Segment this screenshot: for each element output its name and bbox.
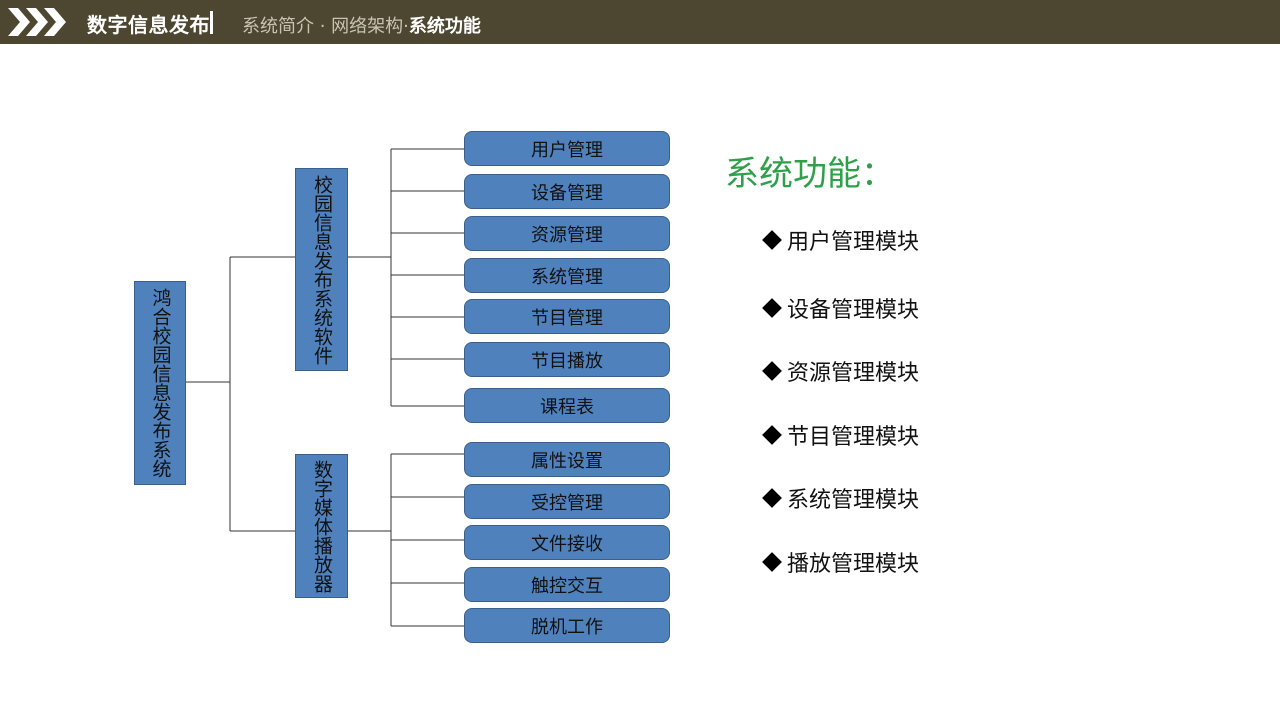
diamond-bullet-icon	[762, 552, 782, 572]
function-item-label: 设备管理模块	[787, 298, 920, 323]
function-item: 播放管理模块	[762, 546, 919, 578]
function-item-label: 系统管理模块	[787, 488, 920, 513]
breadcrumb-separator: ·	[314, 16, 332, 37]
leaf-node: 节目播放	[464, 342, 670, 377]
root-node-label: 鸿合校园信息发布系统	[149, 288, 172, 478]
function-item: 系统管理模块	[762, 482, 919, 514]
app-title: 数字信息发布	[87, 13, 210, 37]
chevrons-icon	[8, 8, 66, 36]
branch-node-label: 校园信息发布系统软件	[311, 174, 333, 365]
leaf-node: 系统管理	[464, 258, 670, 293]
diamond-bullet-icon	[762, 488, 782, 508]
leaf-node: 资源管理	[464, 216, 670, 251]
diamond-bullet-icon	[762, 361, 782, 381]
leaf-node: 触控交互	[464, 567, 670, 602]
leaf-node: 脱机工作	[464, 608, 670, 643]
leaf-node: 文件接收	[464, 525, 670, 560]
title-divider	[210, 11, 213, 34]
breadcrumb-item-functions: 系统功能	[408, 16, 481, 37]
root-node: 鸿合校园信息发布系统	[134, 281, 186, 485]
function-item: 设备管理模块	[762, 292, 919, 324]
diamond-bullet-icon	[762, 230, 782, 250]
functions-title: 系统功能：	[725, 154, 895, 194]
function-item-label: 用户管理模块	[787, 230, 920, 255]
header-bar: 数字信息发布 系统简介 · 网络架构·系统功能	[0, 0, 1280, 44]
branch-node-label: 数字媒体播放器	[311, 459, 333, 593]
diamond-bullet-icon	[762, 425, 782, 445]
breadcrumb-separator: ·	[403, 16, 409, 37]
function-item-label: 资源管理模块	[787, 361, 920, 386]
leaf-node: 设备管理	[464, 174, 670, 209]
diamond-bullet-icon	[762, 298, 782, 318]
function-item: 节目管理模块	[762, 419, 919, 451]
breadcrumb-item-architecture[interactable]: 网络架构	[331, 16, 404, 37]
breadcrumb-item-intro[interactable]: 系统简介	[242, 16, 314, 37]
function-item: 资源管理模块	[762, 355, 919, 387]
branch-node-software: 校园信息发布系统软件	[295, 168, 348, 371]
function-item-label: 播放管理模块	[787, 552, 920, 577]
leaf-node: 课程表	[464, 388, 670, 423]
branch-node-player: 数字媒体播放器	[295, 454, 348, 598]
function-item: 用户管理模块	[762, 224, 919, 256]
leaf-node: 节目管理	[464, 299, 670, 334]
leaf-node: 属性设置	[464, 442, 670, 477]
leaf-node: 受控管理	[464, 484, 670, 519]
function-item-label: 节目管理模块	[787, 425, 920, 450]
leaf-node: 用户管理	[464, 131, 670, 166]
breadcrumb: 系统简介 · 网络架构·系统功能	[242, 12, 481, 38]
